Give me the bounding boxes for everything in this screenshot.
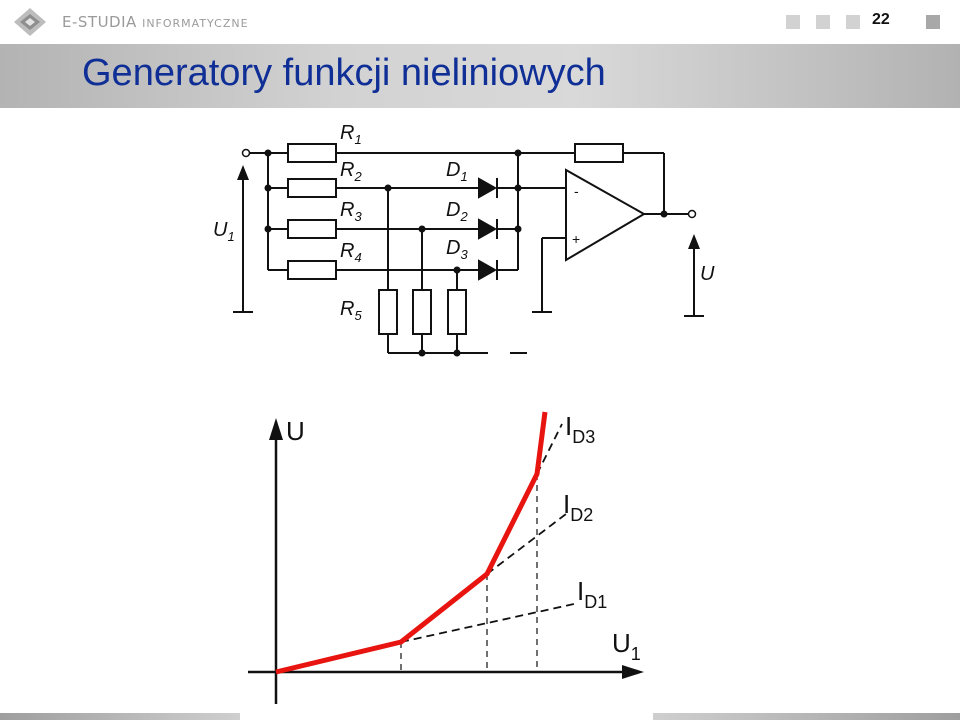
output-characteristic-curve xyxy=(275,411,548,675)
nav-square-4[interactable] xyxy=(926,15,940,29)
d2-label: D2 xyxy=(446,199,468,224)
id2-label: ID2 xyxy=(563,489,593,525)
brand-name: E-STUDIA INFORMATYCZNE xyxy=(62,13,249,31)
brand-main: E-STUDIA xyxy=(62,13,137,31)
id2-extension-line xyxy=(486,513,567,575)
brand-sub: INFORMATYCZNE xyxy=(142,17,249,30)
r4-label: R4 xyxy=(340,240,362,265)
r3-label: R3 xyxy=(340,199,362,224)
graph-x-label: U1 xyxy=(612,628,641,664)
header: E-STUDIA INFORMATYCZNE 22 xyxy=(0,0,960,44)
bottom-bar xyxy=(0,713,960,720)
id1-label: ID1 xyxy=(577,576,607,612)
title-bar xyxy=(0,44,960,108)
r5-label: R5 xyxy=(340,298,362,323)
x-axis-arrow-icon xyxy=(622,665,644,679)
id3-label: ID3 xyxy=(565,411,595,447)
id1-extension-line xyxy=(400,603,575,643)
r1-label: R1 xyxy=(340,122,362,147)
u1-label: U1 xyxy=(213,219,235,244)
nav-square-2[interactable] xyxy=(816,15,830,29)
page-number: 22 xyxy=(872,11,890,28)
d1-label: D1 xyxy=(446,159,468,184)
nav-square-1[interactable] xyxy=(786,15,800,29)
noninverting-input-sign: + xyxy=(572,231,580,247)
e-studia-logo xyxy=(14,8,46,36)
d3-label: D3 xyxy=(446,237,468,262)
r2-label: R2 xyxy=(340,159,362,184)
u-output-label: U xyxy=(700,263,715,285)
inverting-input-sign: - xyxy=(574,183,579,199)
y-axis-arrow-icon xyxy=(269,418,283,440)
nav-square-3[interactable] xyxy=(846,15,860,29)
id3-extension-line xyxy=(536,423,563,475)
graph-y-label: U xyxy=(286,416,305,446)
page-title: Generatory funkcji nieliniowych xyxy=(82,52,606,94)
